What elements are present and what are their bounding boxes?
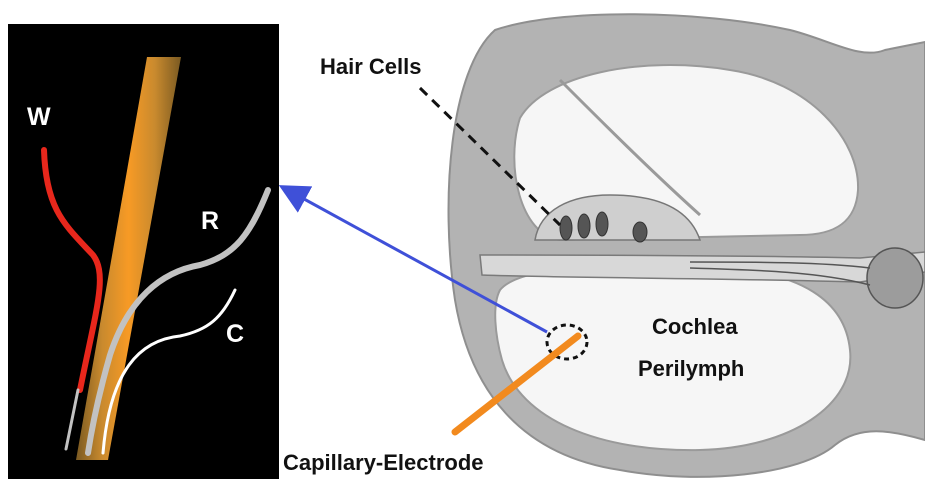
wire-label-r: R [201, 207, 219, 236]
electrode-inset [8, 24, 279, 479]
wire-label-w: W [27, 103, 51, 132]
perilymph-label: Perilymph [638, 356, 744, 382]
spiral-ganglion [867, 248, 923, 308]
hair-cells-label: Hair Cells [320, 54, 422, 80]
wire-label-c: C [226, 320, 244, 349]
cochlea-cross-section [448, 14, 925, 477]
capillary-electrode-label: Capillary-Electrode [283, 450, 484, 476]
cochlea-label: Cochlea [652, 314, 738, 340]
